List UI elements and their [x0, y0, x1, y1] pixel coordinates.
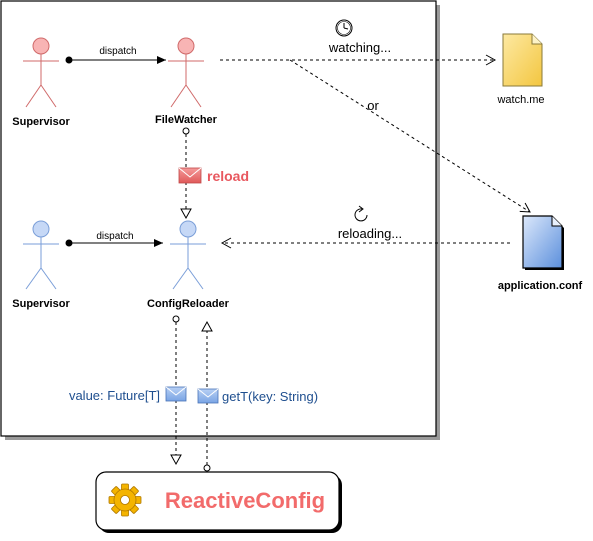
watch-file-icon — [502, 33, 543, 87]
get-origin — [203, 464, 211, 472]
get-message-label: getT(key: String) — [222, 389, 318, 404]
clock-icon — [335, 19, 353, 37]
gear-icon — [108, 483, 142, 517]
value-origin — [172, 315, 180, 323]
config-reloader-label: ConfigReloader — [147, 298, 230, 310]
refresh-icon — [354, 205, 368, 222]
file-watcher-actor — [168, 37, 204, 108]
reactive-config-box — [95, 471, 340, 531]
value-message-label: value: Future[T] — [69, 388, 160, 403]
reactive-config-label: ReactiveConfig — [165, 488, 325, 513]
dispatch-bottom-label: dispatch — [96, 231, 133, 242]
watching-label: watching... — [328, 40, 391, 55]
supervisor-top-actor — [23, 37, 59, 108]
watch-file-label: watch.me — [496, 94, 544, 106]
supervisor-bottom-label: Supervisor — [12, 298, 70, 310]
config-reloader-actor — [170, 220, 206, 290]
reloading-label: reloading... — [338, 226, 402, 241]
reload-label: reload — [207, 168, 249, 184]
or-arrow — [289, 59, 531, 213]
conf-file-label: application.conf — [498, 280, 583, 292]
or-label: or — [367, 98, 379, 113]
envelope-icon — [178, 167, 202, 184]
file-watcher-label: FileWatcher — [155, 114, 218, 126]
reload-origin — [182, 127, 190, 135]
supervisor-top-label: Supervisor — [12, 116, 70, 128]
conf-file-icon — [522, 215, 564, 270]
envelope-icon — [197, 388, 219, 404]
supervisor-bottom-actor — [23, 220, 59, 290]
actor-system-box — [0, 0, 437, 437]
envelope-icon — [165, 386, 187, 402]
dispatch-top-label: dispatch — [99, 46, 136, 57]
